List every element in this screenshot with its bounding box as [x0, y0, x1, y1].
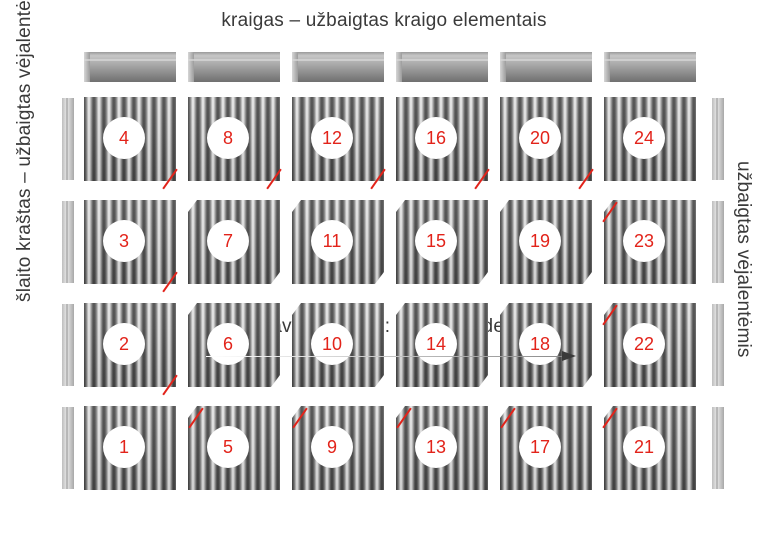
roof-sheet: 16	[396, 97, 488, 181]
roof-sheet: 1	[84, 406, 176, 490]
roof-sheet: 5	[188, 406, 280, 490]
roof-sheet: 9	[292, 406, 384, 490]
roof-sheet: 11	[292, 200, 384, 284]
sheet-number: 10	[311, 323, 353, 365]
roof-sheet: 19	[500, 200, 592, 284]
ridge-element	[604, 52, 696, 82]
sheet-number: 20	[519, 117, 561, 159]
sheet-number: 22	[623, 323, 665, 365]
left-barge-board	[62, 304, 74, 386]
roof-sheet: 13	[396, 406, 488, 490]
sheet-number: 2	[103, 323, 145, 365]
sheet-number: 12	[311, 117, 353, 159]
roof-sheet: 22	[604, 303, 696, 387]
sheet-number: 11	[311, 220, 353, 262]
ridge-element	[500, 52, 592, 82]
right-barge-board	[712, 201, 724, 283]
sheet-number: 15	[415, 220, 457, 262]
sheet-number: 18	[519, 323, 561, 365]
ridge-element	[396, 52, 488, 82]
roof-sheet: 10	[292, 303, 384, 387]
sheet-number: 21	[623, 426, 665, 468]
ridge-element	[292, 52, 384, 82]
sheet-number: 8	[207, 117, 249, 159]
sheet-number: 5	[207, 426, 249, 468]
roof-sheet: 8	[188, 97, 280, 181]
roof-sheet: 3	[84, 200, 176, 284]
roof-sheet: 20	[500, 97, 592, 181]
sheet-number: 13	[415, 426, 457, 468]
roof-sheet: 7	[188, 200, 280, 284]
roof-sheet: 6	[188, 303, 280, 387]
roof-sheet: 21	[604, 406, 696, 490]
sheet-number: 24	[623, 117, 665, 159]
ridge-element	[84, 52, 176, 82]
roof-sheet: 4	[84, 97, 176, 181]
roof-sheet: 12	[292, 97, 384, 181]
roof-sheet: 24	[604, 97, 696, 181]
left-barge-board	[62, 407, 74, 489]
sheet-number: 23	[623, 220, 665, 262]
left-barge-board	[62, 201, 74, 283]
sheet-number: 3	[103, 220, 145, 262]
sheet-number: 9	[311, 426, 353, 468]
sheet-number: 7	[207, 220, 249, 262]
sheet-number: 16	[415, 117, 457, 159]
slope-edge-label: šlaito kraštas – užbaigtas vėjalentėmis	[14, 0, 35, 302]
roof-sheet: 2	[84, 303, 176, 387]
roof-sheet: 14	[396, 303, 488, 387]
roof-sheet: 15	[396, 200, 488, 284]
roof-sheet: 18	[500, 303, 592, 387]
roof-sheet: 23	[604, 200, 696, 284]
arrow-right-icon	[562, 351, 576, 361]
sheet-number: 19	[519, 220, 561, 262]
ridge-element	[188, 52, 280, 82]
right-barge-board	[712, 304, 724, 386]
direction-arrow-line	[206, 356, 566, 357]
sheet-number: 1	[103, 426, 145, 468]
sheet-number: 17	[519, 426, 561, 468]
left-barge-board	[62, 98, 74, 180]
sheet-number: 14	[415, 323, 457, 365]
ridge-label: kraigas – užbaigtas kraigo elementais	[221, 10, 547, 31]
right-barge-board	[712, 98, 724, 180]
sheet-number: 6	[207, 323, 249, 365]
roof-sheet: 17	[500, 406, 592, 490]
sheet-number: 4	[103, 117, 145, 159]
right-barge-board	[712, 407, 724, 489]
